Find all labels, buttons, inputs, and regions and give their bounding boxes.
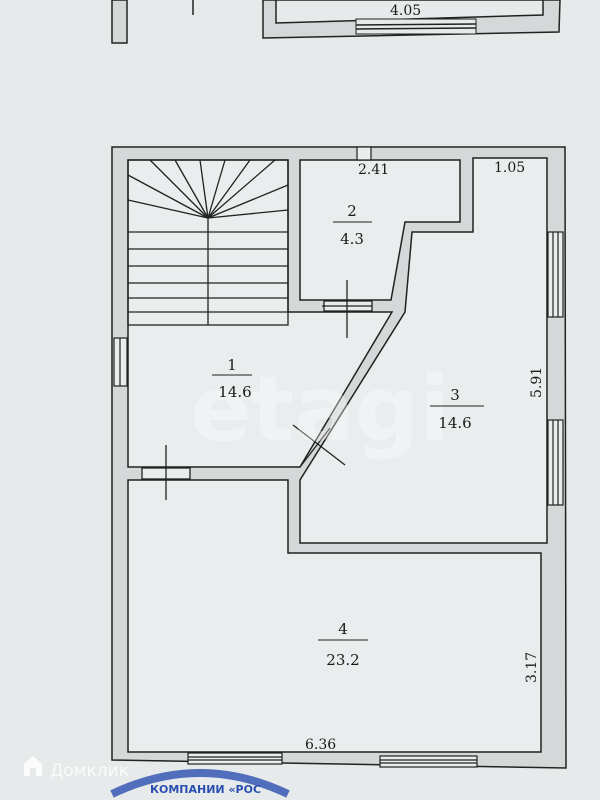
room-2-floor xyxy=(299,159,461,301)
room-4-area: 23.2 xyxy=(326,651,359,669)
room-2-area: 4.3 xyxy=(340,230,364,248)
room-3-floor xyxy=(299,157,548,544)
room-1-number: 1 xyxy=(227,356,237,374)
room-labels: 1 14.6 2 4.3 3 14.6 4 23.2 xyxy=(212,202,484,669)
dimension-room3-top: 1.05 xyxy=(494,160,525,176)
upper-floor-fragment xyxy=(111,0,561,44)
dimension-top-upper: 4.05 xyxy=(390,3,421,19)
domclick-logo-text: Домклик xyxy=(50,761,129,781)
room-3-area: 14.6 xyxy=(438,414,471,432)
house-icon xyxy=(24,756,42,776)
room-2-number: 2 xyxy=(347,202,357,220)
room-3-number: 3 xyxy=(450,386,460,404)
room-4-number: 4 xyxy=(338,620,348,638)
windows xyxy=(113,146,564,768)
company-stamp: КОМПАНИИ «РОС xyxy=(110,769,290,798)
stamp-text: КОМПАНИИ «РОС xyxy=(150,783,261,796)
dimension-bottom-width: 6.36 xyxy=(305,737,336,753)
room-1-area: 14.6 xyxy=(218,383,251,401)
room-4-floor xyxy=(127,479,542,753)
staircase xyxy=(127,159,289,326)
dimension-room4-height: 3.17 xyxy=(524,652,540,683)
dimension-room3-height: 5.91 xyxy=(529,367,545,398)
domclick-logo: Домклик xyxy=(24,756,129,781)
doors xyxy=(141,280,373,500)
dimension-room2-width: 2.41 xyxy=(358,162,389,178)
